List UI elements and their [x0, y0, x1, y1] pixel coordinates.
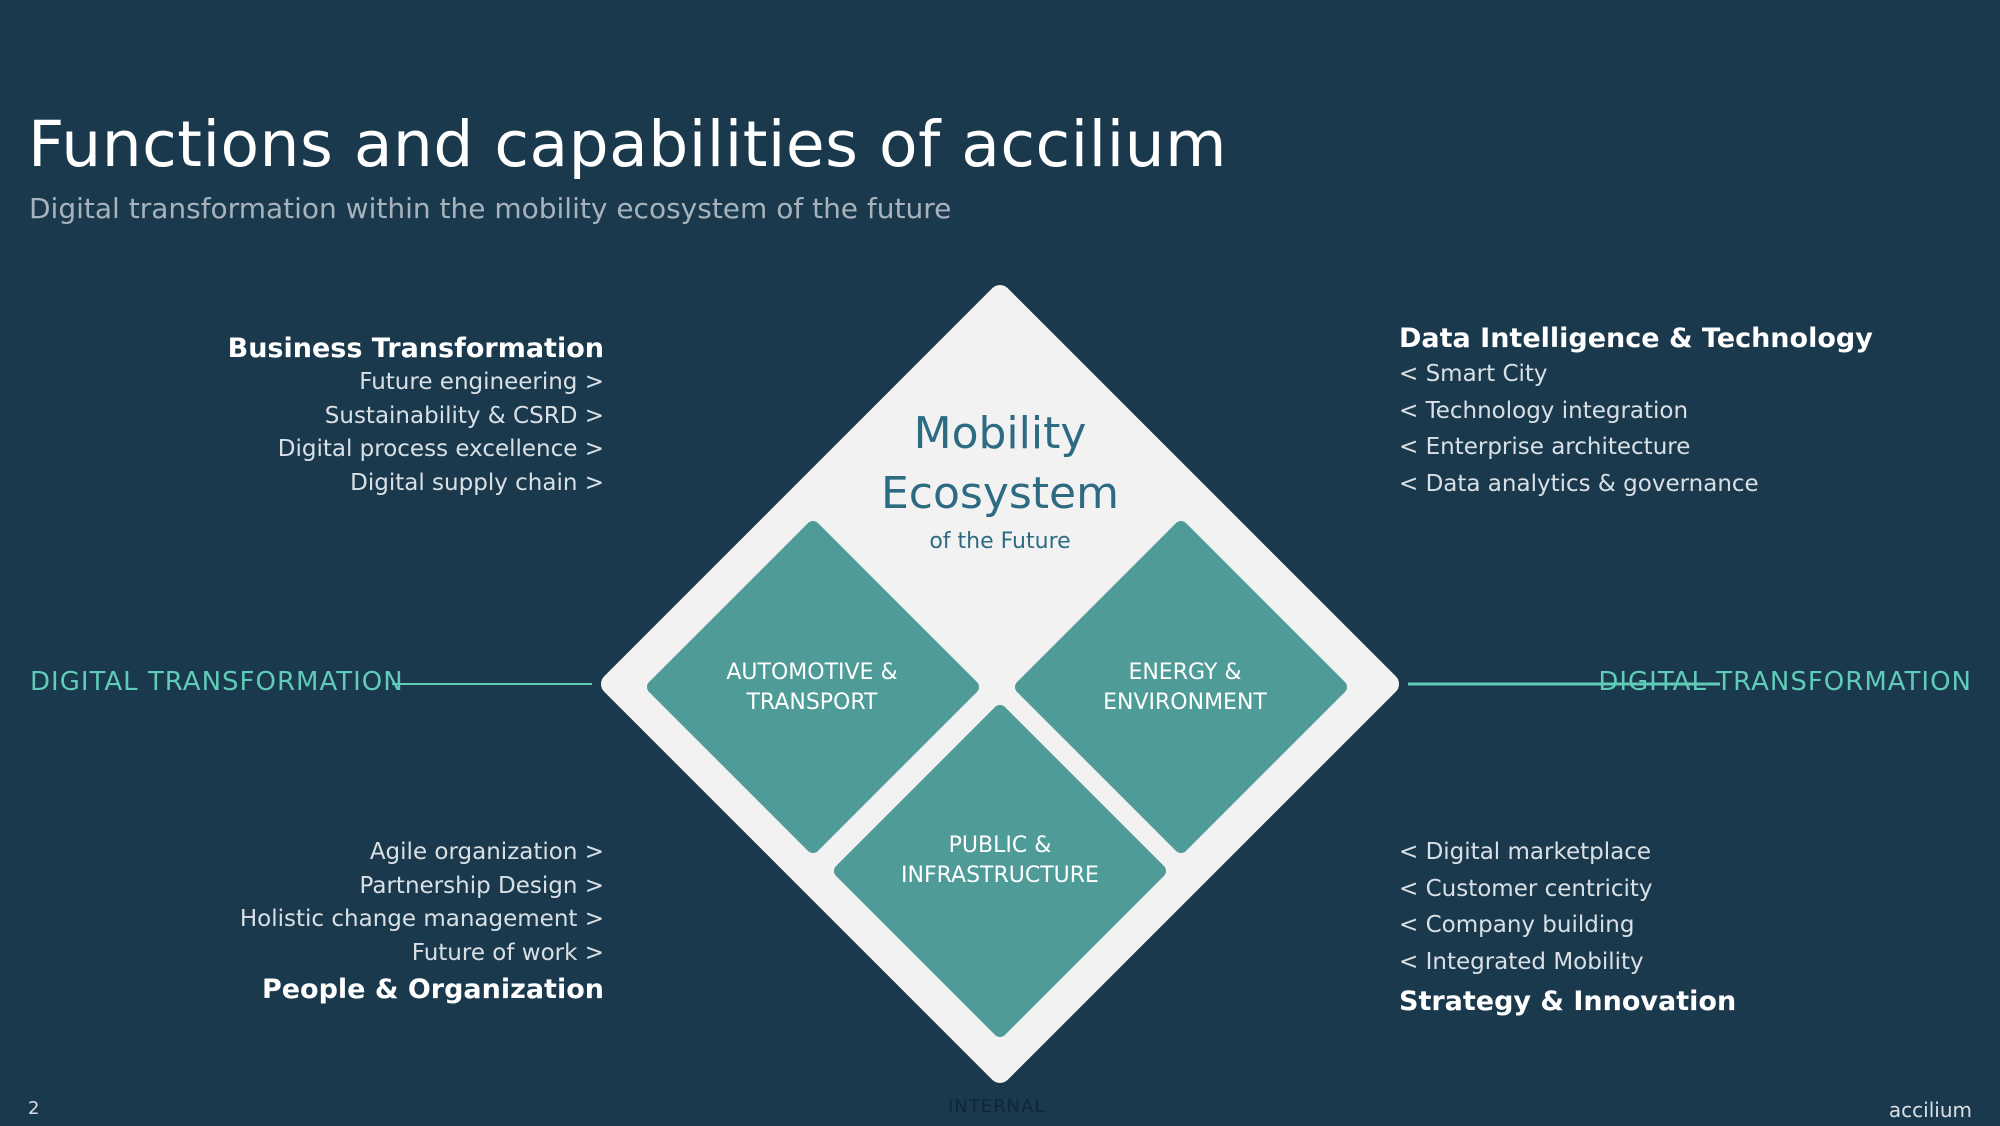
classification-label: INTERNAL	[948, 1096, 1046, 1117]
brand-logo: accilium	[1888, 1098, 1972, 1122]
automotive-label-line2: TRANSPORT	[745, 690, 878, 715]
list-item: < Customer centricity	[1399, 875, 1653, 902]
people-organization-block: Agile organization > Partnership Design …	[240, 836, 604, 1005]
digital-transformation-right-label: DIGITAL TRANSFORMATION	[1598, 667, 1972, 697]
automotive-transport-tile	[647, 521, 979, 853]
strategy-innovation-block: < Digital marketplace < Customer centric…	[1399, 834, 1736, 1017]
center-caption: of the Future	[929, 529, 1070, 554]
page-title: Functions and capabilities of accilium	[28, 108, 1227, 181]
energy-environment-tile	[1015, 521, 1347, 853]
digital-transformation-left-label: DIGITAL TRANSFORMATION	[30, 667, 404, 697]
list-item: < Smart City	[1399, 361, 1548, 387]
automotive-label-line1: AUTOMOTIVE &	[726, 660, 897, 685]
list-item: < Technology integration	[1399, 397, 1689, 424]
public-label-line2: INFRASTRUCTURE	[901, 863, 1099, 888]
ecosystem-diamond	[601, 285, 1399, 1083]
list-item: Sustainability & CSRD >	[324, 402, 604, 429]
strategy-innovation-heading: Strategy & Innovation	[1399, 986, 1737, 1017]
business-transformation-block: Business Transformation Future engineeri…	[228, 333, 604, 500]
public-infrastructure-tile	[834, 705, 1166, 1037]
list-item: < Enterprise architecture	[1399, 434, 1691, 460]
data-intelligence-block: Data Intelligence & Technology < Smart C…	[1399, 323, 1873, 502]
list-item: < Integrated Mobility	[1399, 948, 1644, 975]
list-item: Future engineering >	[359, 369, 604, 395]
page-subtitle: Digital transformation within the mobili…	[29, 192, 952, 225]
data-intelligence-heading: Data Intelligence & Technology	[1399, 323, 1873, 354]
business-transformation-heading: Business Transformation	[227, 333, 604, 364]
list-item: < Company building	[1399, 912, 1635, 938]
list-item: Future of work >	[411, 939, 604, 966]
list-item: < Digital marketplace	[1399, 839, 1651, 865]
page-number: 2	[28, 1098, 40, 1119]
center-title-line2: Ecosystem	[881, 468, 1119, 519]
list-item: Digital process excellence >	[277, 436, 604, 462]
center-title-line1: Mobility	[914, 408, 1087, 459]
people-organization-heading: People & Organization	[261, 974, 604, 1005]
list-item: < Data analytics & governance	[1399, 470, 1759, 497]
list-item: Holistic change management >	[239, 906, 604, 932]
list-item: Partnership Design >	[359, 872, 604, 899]
public-label-line1: PUBLIC &	[949, 833, 1052, 858]
list-item: Agile organization >	[369, 839, 604, 865]
energy-label-line1: ENERGY &	[1128, 660, 1241, 685]
energy-label-line2: ENVIRONMENT	[1103, 690, 1267, 715]
list-item: Digital supply chain >	[350, 469, 604, 496]
